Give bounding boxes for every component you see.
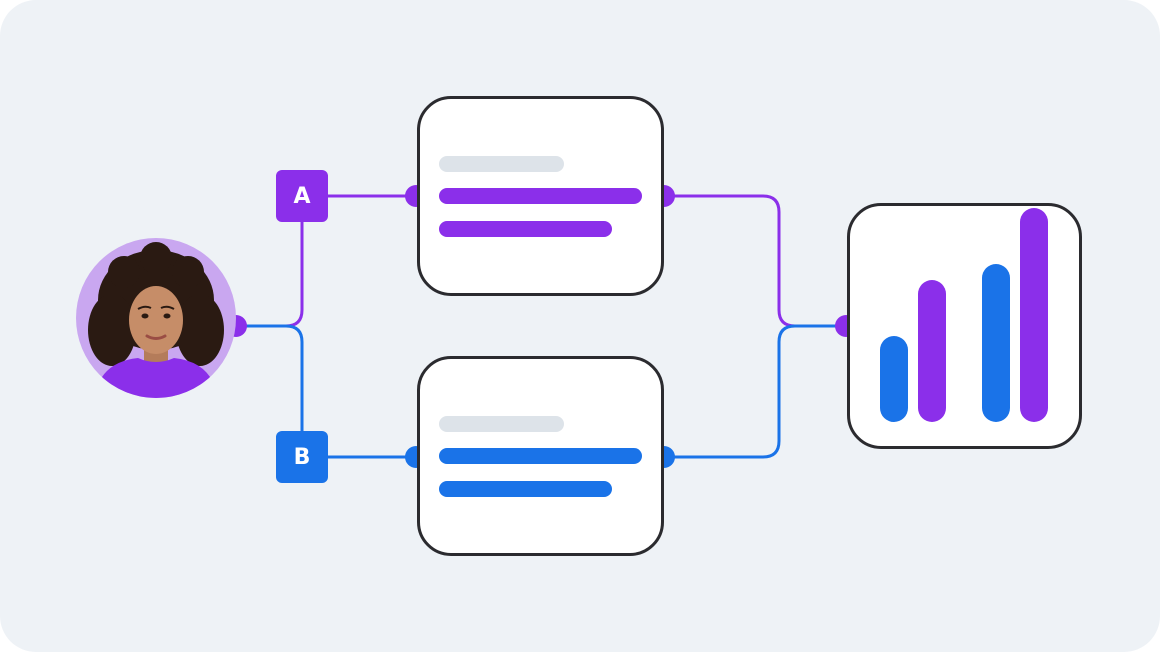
placeholder-line-blue-short bbox=[439, 481, 612, 497]
chart-bar bbox=[1020, 208, 1048, 422]
variant-b-card bbox=[417, 356, 664, 556]
chart-bar bbox=[880, 335, 908, 422]
placeholder-line-grey bbox=[439, 416, 564, 432]
placeholder-line-purple-short bbox=[439, 221, 612, 237]
variant-a-badge: A bbox=[276, 170, 328, 222]
person-avatar bbox=[76, 238, 236, 398]
results-chart-card bbox=[847, 203, 1082, 449]
placeholder-line-blue-long bbox=[439, 448, 642, 464]
variant-b-badge: B bbox=[276, 431, 328, 483]
placeholder-line-purple-long bbox=[439, 188, 642, 204]
connector-a-out bbox=[664, 194, 846, 328]
connector-b-out bbox=[664, 324, 846, 459]
variant-a-card bbox=[417, 96, 664, 296]
connector-b-in bbox=[236, 324, 416, 459]
chart-bar bbox=[982, 263, 1010, 422]
placeholder-line-grey bbox=[439, 156, 564, 172]
chart-bar bbox=[918, 280, 946, 422]
